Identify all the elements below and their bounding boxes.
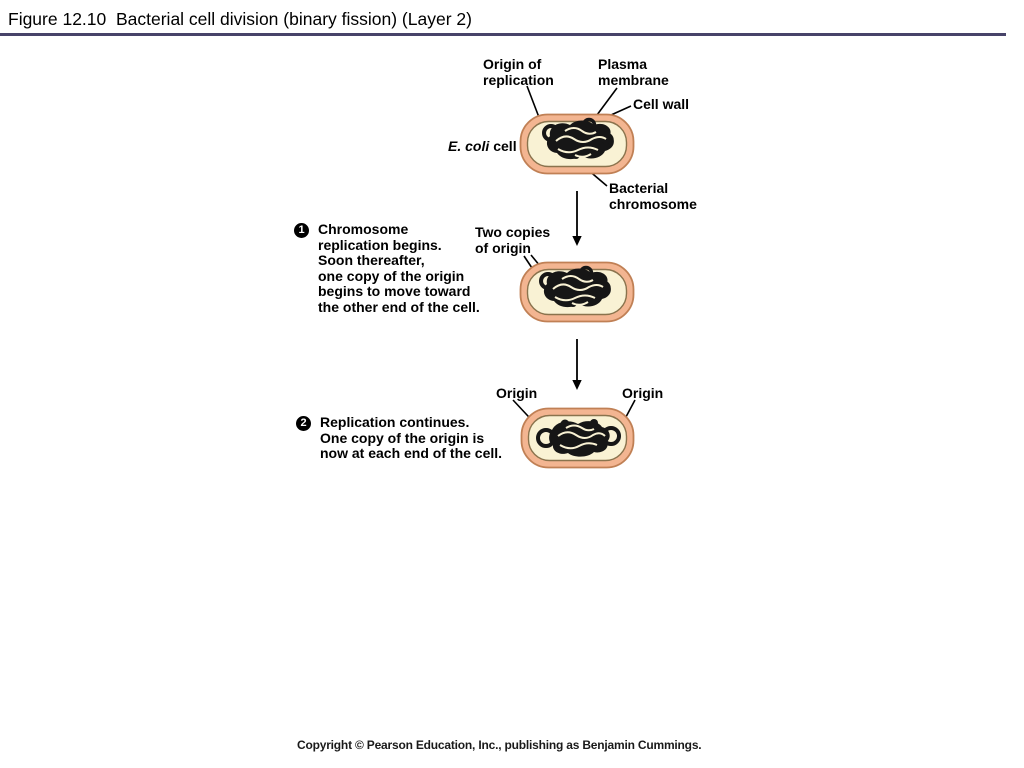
origin-loop-left xyxy=(536,428,556,448)
title-underline-rule xyxy=(0,33,1006,36)
step-2-annotation: 2 Replication continues. One copy of the… xyxy=(296,414,503,462)
label-plasma-membrane: Plasma membrane xyxy=(598,56,669,88)
copyright-notice: Copyright © Pearson Education, Inc., pub… xyxy=(297,738,702,752)
figure-title: Figure 12.10 Bacterial cell division (bi… xyxy=(8,9,472,29)
chromosome-texture xyxy=(557,424,606,450)
label-two-copies-of-origin: Two copies of origin xyxy=(475,224,551,256)
ecoli-species-name: E. coli xyxy=(448,138,490,154)
step-2-text: Replication continues. One copy of the o… xyxy=(320,414,503,461)
cell-wall-pointer-line xyxy=(610,105,632,116)
step-1-annotation: 1 Chromosome replication begins. Soon th… xyxy=(294,221,480,315)
chromosome-texture xyxy=(555,127,607,158)
step-1-number-badge: 1 xyxy=(294,223,309,238)
label-origin-of-replication: Origin of replication xyxy=(483,56,554,88)
label-cell-wall: Cell wall xyxy=(633,96,690,112)
ecoli-cell-1 xyxy=(519,113,635,175)
process-arrows xyxy=(572,191,582,390)
label-origin-left: Origin xyxy=(496,385,538,401)
chromosome-loop xyxy=(598,132,614,148)
bacterial-chromosome-shape xyxy=(542,117,614,160)
label-bacterial-chromosome: Bacterial chromosome xyxy=(609,180,697,212)
arrow-step2-head-icon xyxy=(572,380,582,390)
chromosome-nub xyxy=(590,419,598,427)
ecoli-cell-2 xyxy=(519,261,635,323)
ecoli-cell-word: cell xyxy=(493,138,517,154)
ecoli-cell-3 xyxy=(520,407,635,469)
step-1-text: Chromosome replication begins. Soon ther… xyxy=(318,221,480,315)
step-2-number-badge: 2 xyxy=(296,416,311,431)
chromosome-loop xyxy=(542,124,560,142)
label-origin-right: Origin xyxy=(622,385,664,401)
origin-loop-right xyxy=(601,426,621,446)
chromosome-loop xyxy=(581,117,597,133)
arrow-step1-head-icon xyxy=(572,236,582,246)
bacterial-chromosome-shape xyxy=(536,419,621,457)
